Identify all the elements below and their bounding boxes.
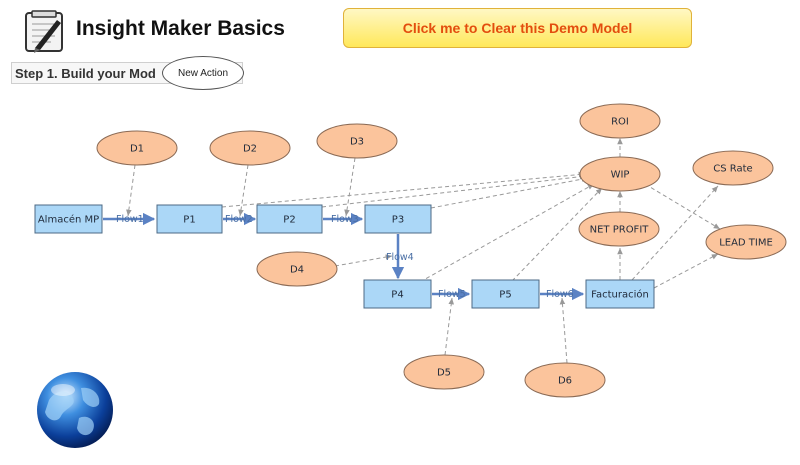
variable-d4-label: D4 bbox=[290, 265, 304, 276]
stock-facturacion[interactable]: Facturación bbox=[585, 279, 655, 309]
variable-d6-label: D6 bbox=[558, 376, 572, 387]
stock-p2-label: P2 bbox=[283, 215, 295, 226]
variable-d3-label: D3 bbox=[350, 137, 364, 148]
variable-wip-label: WIP bbox=[611, 170, 630, 181]
variable-net-profit[interactable]: NET PROFIT bbox=[578, 211, 660, 247]
variable-d4[interactable]: D4 bbox=[256, 251, 338, 287]
flow6-label[interactable]: Flow6 bbox=[546, 289, 574, 300]
stock-p1-label: P1 bbox=[183, 215, 195, 226]
variable-d1[interactable]: D1 bbox=[96, 130, 178, 166]
link-p5-wip[interactable] bbox=[511, 187, 603, 282]
stock-p4[interactable]: P4 bbox=[363, 279, 432, 309]
variable-d6[interactable]: D6 bbox=[524, 362, 606, 398]
insight-maker-logo-icon bbox=[23, 10, 67, 54]
link-p1-wip[interactable] bbox=[221, 171, 586, 208]
stock-p4-label: P4 bbox=[391, 290, 403, 301]
stock-almacen-mp-label: Almacén MP bbox=[38, 214, 99, 226]
link-d3-flow3[interactable] bbox=[344, 157, 356, 217]
variable-cs-rate-label: CS Rate bbox=[713, 164, 752, 175]
variable-d2[interactable]: D2 bbox=[209, 130, 291, 166]
variable-d2-label: D2 bbox=[243, 144, 257, 155]
variable-d3[interactable]: D3 bbox=[316, 123, 398, 159]
flow5-label[interactable]: Flow5 bbox=[438, 289, 466, 300]
link-d6-flow6[interactable] bbox=[559, 297, 568, 364]
variable-cs-rate[interactable]: CS Rate bbox=[692, 150, 774, 186]
flow4-label[interactable]: Flow4 bbox=[386, 252, 414, 263]
stock-p5[interactable]: P5 bbox=[471, 279, 540, 309]
globe-icon bbox=[35, 370, 115, 450]
variable-lead-time-label: LEAD TIME bbox=[719, 238, 773, 249]
flow3-label[interactable]: Flow3 bbox=[331, 214, 359, 225]
variable-lead-time[interactable]: LEAD TIME bbox=[705, 224, 787, 260]
variable-net-profit-label: NET PROFIT bbox=[590, 225, 650, 236]
variable-d5[interactable]: D5 bbox=[403, 354, 485, 390]
link-facturacion-csrate[interactable] bbox=[631, 185, 719, 281]
app-title: Insight Maker Basics bbox=[76, 17, 285, 40]
clear-demo-model-button[interactable]: Click me to Clear this Demo Model bbox=[343, 8, 692, 48]
stock-almacen-mp[interactable]: Almacén MP bbox=[34, 204, 103, 234]
variable-d1-label: D1 bbox=[130, 144, 144, 155]
link-p4-wip[interactable] bbox=[419, 183, 595, 283]
link-p2-wip[interactable] bbox=[321, 173, 587, 208]
new-action-button[interactable]: New Action bbox=[162, 56, 244, 90]
variable-roi[interactable]: ROI bbox=[579, 103, 661, 139]
stock-p3-label: P3 bbox=[392, 215, 404, 226]
stock-p2[interactable]: P2 bbox=[256, 204, 323, 234]
link-p3-wip[interactable] bbox=[430, 176, 589, 209]
link-wip-leadtime[interactable] bbox=[644, 183, 721, 230]
stock-p5-label: P5 bbox=[499, 290, 511, 301]
flow1-label[interactable]: Flow1 bbox=[116, 214, 144, 225]
stock-p1[interactable]: P1 bbox=[156, 204, 223, 234]
flow2-label[interactable]: Flow2 bbox=[225, 214, 253, 225]
link-d1-flow1[interactable] bbox=[126, 164, 136, 217]
link-facturacion-leadtime[interactable] bbox=[653, 253, 719, 289]
stock-facturacion-label: Facturación bbox=[591, 289, 649, 301]
link-d4-flow4[interactable] bbox=[334, 254, 393, 267]
link-d5-flow5[interactable] bbox=[444, 297, 455, 356]
variable-wip[interactable]: WIP bbox=[579, 156, 661, 192]
variable-d5-label: D5 bbox=[437, 368, 451, 379]
link-d2-flow2[interactable] bbox=[238, 164, 249, 217]
stock-p3[interactable]: P3 bbox=[364, 204, 432, 234]
variable-roi-label: ROI bbox=[611, 117, 629, 128]
